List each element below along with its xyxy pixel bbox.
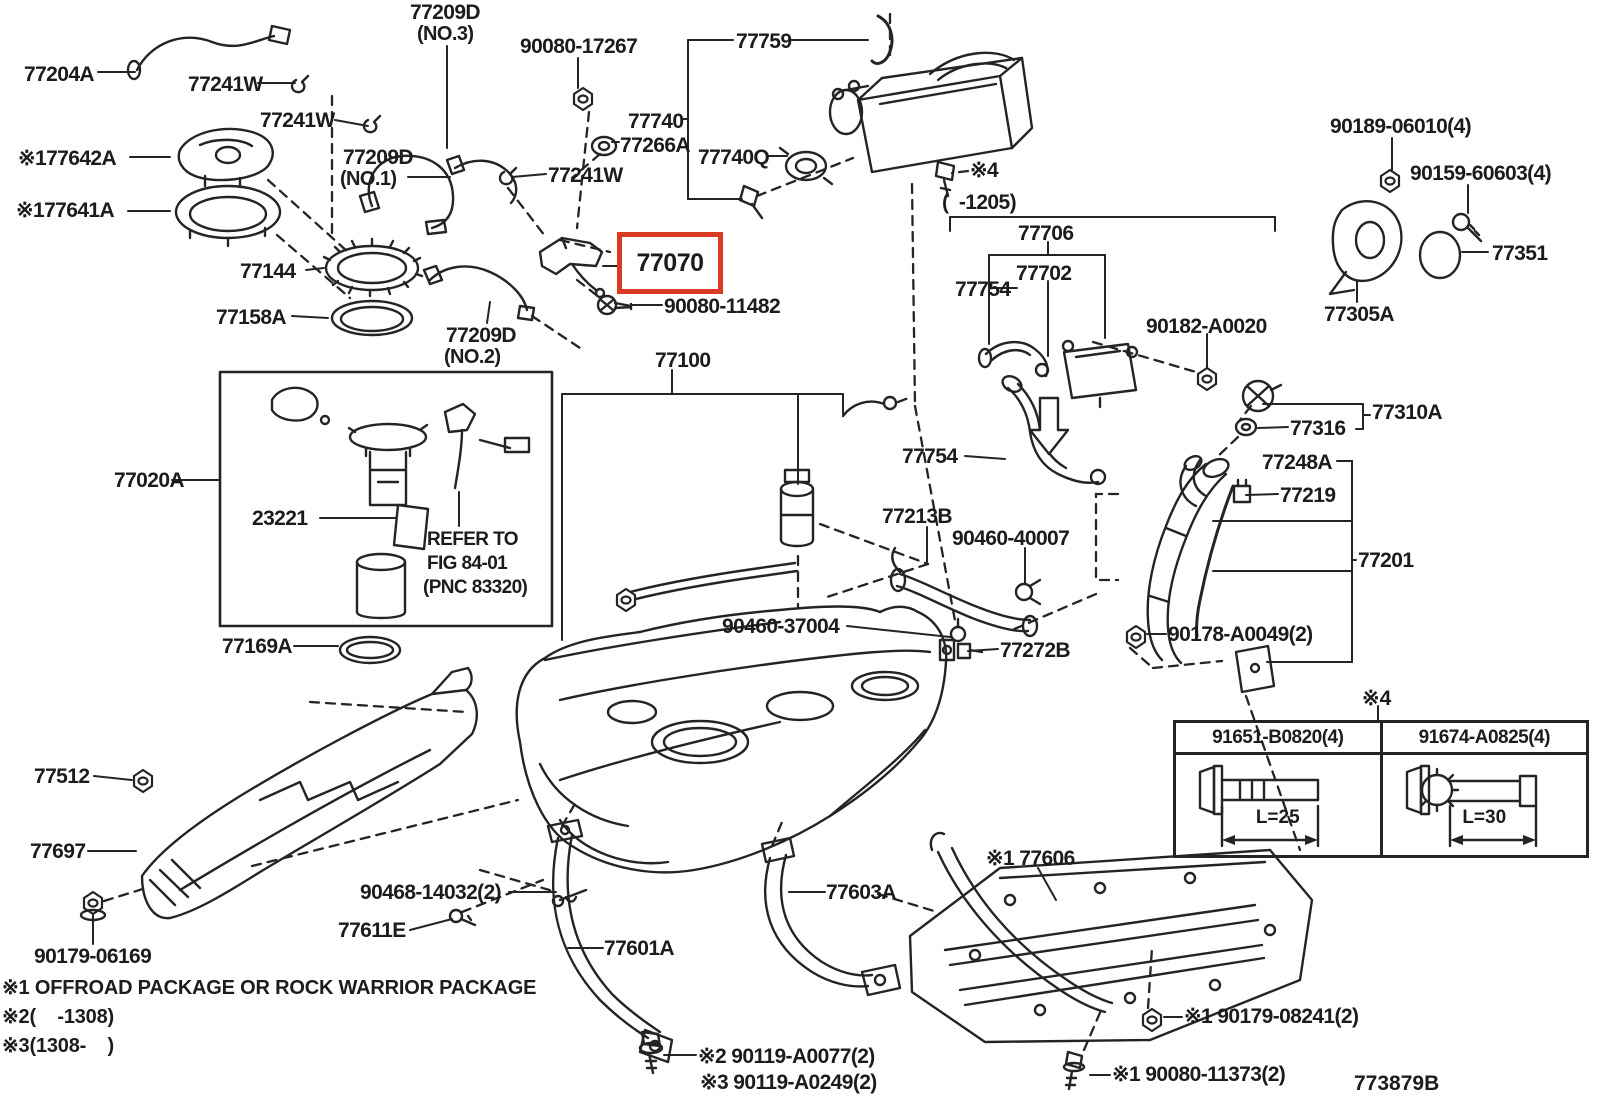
bolt-drawing-cell-1: L=25 [1176,755,1380,855]
part-label: 90468-14032(2) [360,881,502,904]
part-label: 77241W [188,73,263,96]
bolt-part-number-2: 91674-A0825(4) [1382,723,1586,755]
part-label: 77351 [1492,242,1548,265]
part-label: 77740 [628,110,684,133]
part-label: 77201 [1358,549,1414,572]
part-label: 90179-06169 [34,945,152,968]
part-label: 77266A [620,134,691,157]
part-label: 90460-40007 [952,527,1070,550]
part-label: 77754 [955,278,1011,301]
bolt-drawing-cell-2: L=30 [1383,755,1587,855]
part-label: 77204A [24,63,95,86]
footnote: ※1 OFFROAD PACKAGE OR ROCK WARRIOR PACKA… [2,977,537,999]
part-label: FIG 84-01 [427,553,508,574]
part-label: ※177641A [16,199,115,222]
part-label: ※1 90080-11373(2) [1112,1063,1286,1086]
part-label: (PNC 83320) [423,577,528,598]
part-label: ※2 90119-A0077(2) [698,1045,875,1068]
bolt-length-2: L=30 [1462,807,1507,828]
part-label: 77759 [736,30,792,53]
part-label: 77144 [240,260,296,283]
dimension-arrowheads [1222,835,1536,845]
part-label: 77209D [410,1,481,24]
part-label: 90178-A0049(2) [1168,623,1313,646]
part-label: 77316 [1290,417,1346,440]
footnote: ※3(1308- ) [2,1035,114,1057]
leader-lines [87,39,1489,1076]
part-label: 90080-11482 [664,295,781,318]
part-label: 77740Q [698,146,770,169]
bolt-length-1: L=25 [1255,807,1300,828]
part-label: 90460-37004 [722,615,840,638]
bolt-spec-table: 91651-B0820(4) L=25 91674-A0825(4) L=30 [1173,720,1589,858]
part-label: 77241W [260,109,335,132]
part-label: 77020A [114,469,185,492]
drawing-number: 773879B [1354,1072,1440,1095]
bolt-table-column-1: 91651-B0820(4) L=25 [1176,723,1380,855]
highlighted-part-label: 77070 [636,248,704,277]
part-label: 77611E [338,919,406,942]
part-label: 77169A [222,635,293,658]
part-label: 77512 [34,765,90,788]
part-label: 77209D [446,324,517,347]
part-label: REFER TO [427,529,519,550]
part-label: (NO.1) [340,168,397,190]
part-label: 90159-60603(4) [1410,162,1552,185]
part-label: (NO.3) [417,23,474,45]
bolt-part-number-1: 91651-B0820(4) [1176,723,1380,755]
part-label: 77241W [548,164,623,187]
footnote: ※2( -1308) [2,1006,114,1028]
dashed-assembly-lines [102,12,1302,1052]
part-label: 90182-A0020 [1146,315,1267,338]
part-label: 77305A [1324,303,1395,326]
bolt-table-column-2: 91674-A0825(4) L=30 [1379,723,1587,855]
part-label: 77603A [826,881,897,904]
part-label: 77702 [1016,262,1072,285]
part-label: 77248A [1262,451,1333,474]
part-label: ※3 90119-A0249(2) [700,1071,877,1094]
part-label: ※4 [970,159,999,182]
part-label: 77209D [343,146,414,169]
part-label: 23221 [252,507,308,530]
part-label: 77601A [604,937,675,960]
highlighted-part-box[interactable]: 77070 [617,232,723,294]
part-label: 77158A [216,306,287,329]
part-label: 77213B [882,505,953,528]
part-label: 77219 [1280,484,1336,507]
part-label: 90080-17267 [520,35,638,58]
part-label: (NO.2) [444,346,501,368]
part-label: ※1 77606 [986,847,1075,870]
parts-artwork [79,14,1538,1091]
part-label: 77100 [655,349,711,372]
part-label: 90189-06010(4) [1330,115,1472,138]
part-label: 77706 [1018,222,1074,245]
part-label: ( -1205) [942,191,1017,214]
part-label: ※1 90179-08241(2) [1184,1005,1359,1028]
table-marker: ※4 [1362,687,1392,710]
part-label: 77754 [902,445,958,468]
part-label: 77697 [30,840,86,863]
part-label: 77272B [1000,639,1071,662]
part-label: ※177642A [18,147,117,170]
part-label: 77310A [1372,401,1443,424]
